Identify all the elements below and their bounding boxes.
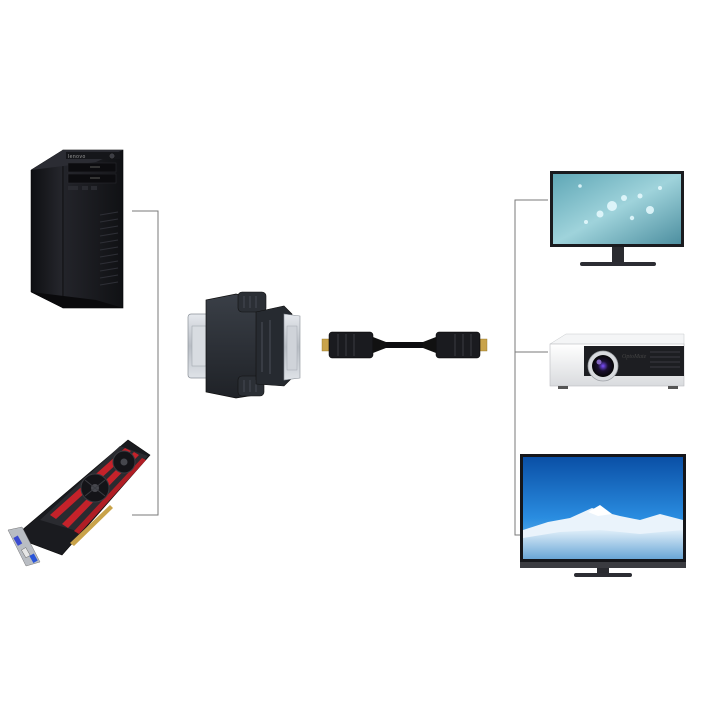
connector-lines [132, 199, 548, 536]
connecting-cable [321, 331, 488, 359]
tower-brand-label: lenovo [68, 154, 86, 160]
projector-lens-icon [592, 355, 614, 377]
computer-monitor [550, 171, 684, 266]
flat-screen-tv [520, 454, 686, 577]
right-bracket-line [514, 199, 548, 536]
dvi-to-vga-adapter [187, 291, 301, 399]
projector: OptoMate [549, 333, 685, 389]
projector-brand-label: OptoMate [622, 354, 647, 360]
gpu-fan-icon [80, 473, 110, 503]
tower-vent-grille [99, 211, 119, 286]
gpu-fan-icon [112, 450, 136, 474]
left-bracket-line [132, 210, 159, 516]
desktop-pc-tower: lenovo [30, 149, 124, 309]
monitor-wallpaper [578, 184, 662, 224]
graphics-card [7, 439, 151, 567]
tv-wallpaper [523, 505, 683, 559]
